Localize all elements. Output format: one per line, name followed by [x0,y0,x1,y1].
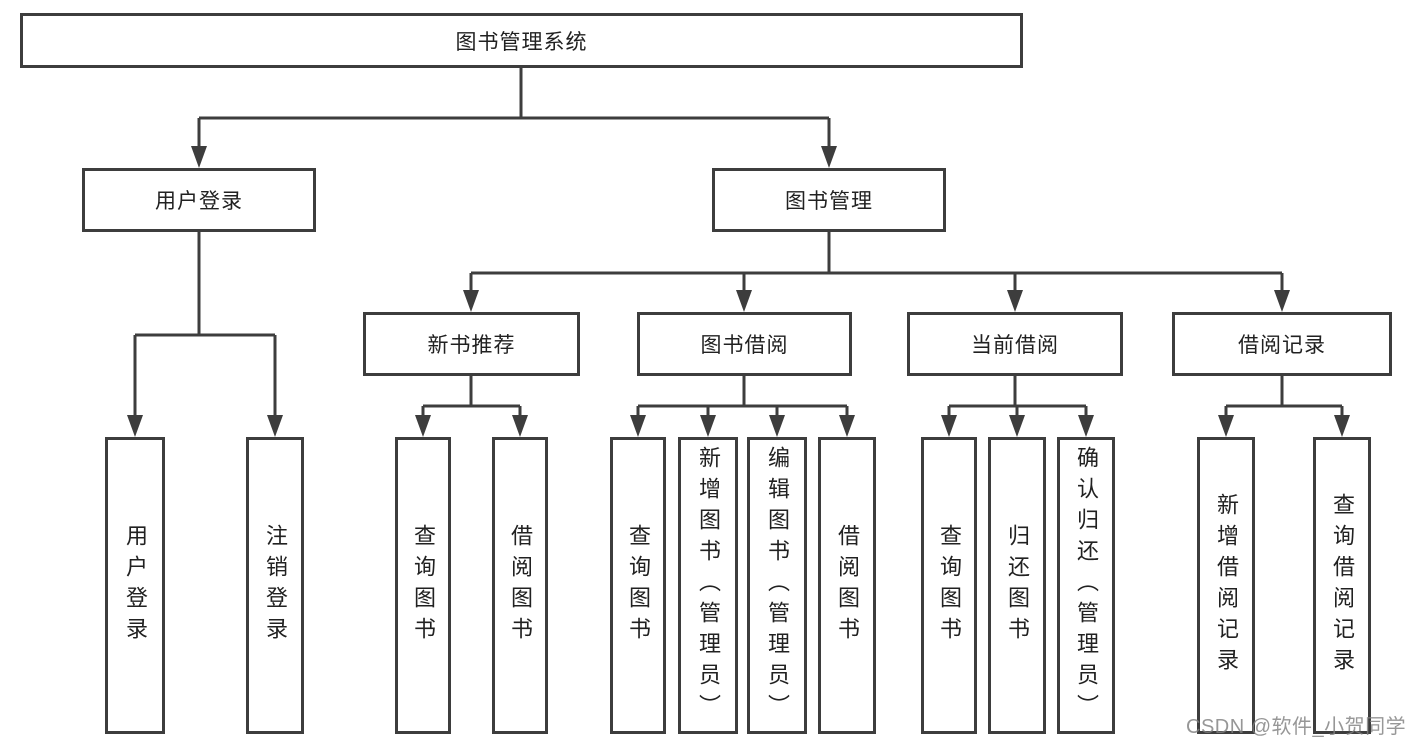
node-label: 用户登录 [155,190,243,213]
node-book-management: 图书管理 [712,168,946,232]
node-label: 借阅图书 [835,523,860,648]
connector-current-borrow-children [941,376,1094,437]
node-label: 当前借阅 [971,334,1059,357]
node-label: 注销登录 [263,523,288,648]
node-label: 编辑图书（管理员） [765,446,790,725]
node-label: 新书推荐 [427,334,516,357]
leaf-borrow-books-recommend: 借阅图书 [492,437,548,734]
node-label: 查询图书 [626,523,651,648]
leaf-return-books: 归还图书 [988,437,1046,734]
leaf-add-borrow-record: 新增借阅记录 [1197,437,1255,734]
node-label: 新增借阅记录 [1214,492,1239,679]
node-current-borrow: 当前借阅 [907,312,1123,376]
leaf-add-books-admin: 新增图书（管理员） [678,437,738,734]
connector-borrow-records-children [1218,376,1350,437]
node-label: 图书借阅 [700,334,789,357]
csdn-watermark: CSDN @软件_小贺同学 [1186,716,1405,738]
node-borrow-records: 借阅记录 [1172,312,1392,376]
node-label: 用户登录 [123,523,148,648]
node-book-borrow: 图书借阅 [637,312,852,376]
leaf-query-borrow-record: 查询借阅记录 [1313,437,1371,734]
node-label: 查询图书 [411,523,436,648]
connector-root-to-level2 [191,68,837,168]
node-label: 借阅图书 [508,523,533,648]
connector-new-book-children [415,376,528,437]
node-label: 查询图书 [937,523,962,648]
leaf-user-login: 用户登录 [105,437,165,734]
node-label: 查询借阅记录 [1330,492,1355,679]
node-label: 新增图书（管理员） [696,446,721,725]
connector-book-management-children [463,232,1290,312]
node-label: 图书管理系统 [455,30,588,54]
leaf-logout: 注销登录 [246,437,304,734]
node-library-management-system: 图书管理系统 [20,13,1023,68]
leaf-query-books-recommend: 查询图书 [395,437,451,734]
leaf-borrow-books: 借阅图书 [818,437,876,734]
leaf-edit-books-admin: 编辑图书（管理员） [747,437,807,734]
node-label: 确认归还（管理员） [1074,446,1099,725]
node-new-book-recommend: 新书推荐 [363,312,580,376]
node-label: 借阅记录 [1238,334,1326,357]
node-label: 归还图书 [1005,523,1030,648]
leaf-query-books-borrow: 查询图书 [610,437,666,734]
node-user-login: 用户登录 [82,168,316,232]
node-label: 图书管理 [785,190,873,213]
leaf-query-books-current: 查询图书 [921,437,977,734]
connector-user-login-children [127,232,283,437]
leaf-confirm-return-admin: 确认归还（管理员） [1057,437,1115,734]
connector-book-borrow-children [630,376,855,437]
